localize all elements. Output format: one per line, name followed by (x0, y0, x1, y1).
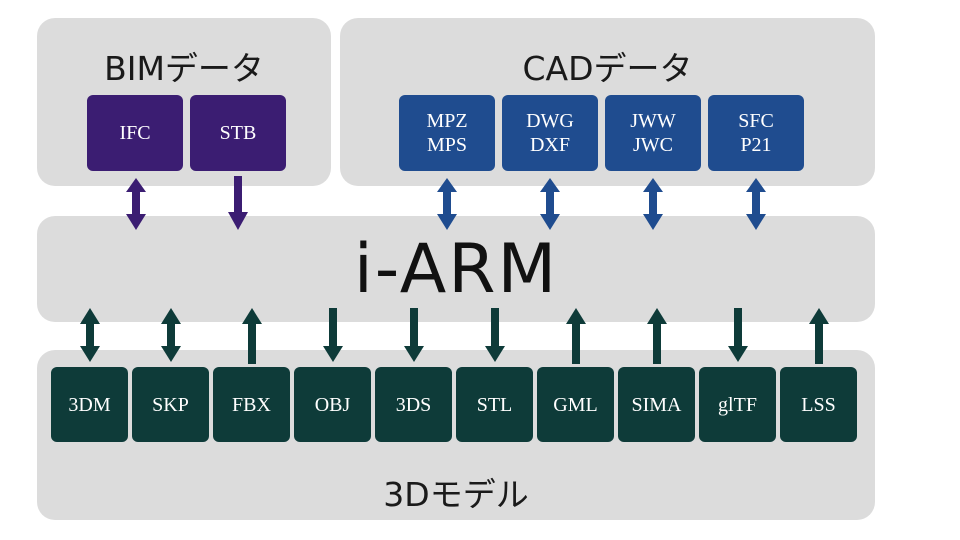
arrow-ifc (126, 178, 146, 230)
format-label: SFC (738, 110, 774, 132)
arrow-obj (323, 308, 343, 362)
format-box-ifc[interactable]: IFC (87, 95, 183, 171)
format-label: JWW (630, 110, 676, 132)
format-box-mpz-mps[interactable]: MPZ MPS (399, 95, 495, 171)
cad-data-title: CADデータ (522, 49, 693, 88)
arrow-sfc-p21 (746, 178, 766, 230)
format-box-skp[interactable]: SKP (132, 367, 209, 442)
format-box-sfc-p21[interactable]: SFC P21 (708, 95, 804, 171)
format-label: GML (553, 393, 598, 416)
3d-model-title: 3Dモデル (383, 475, 529, 514)
bim-data-title: BIMデータ (104, 49, 264, 88)
format-label: MPZ (426, 110, 468, 132)
format-label: OBJ (314, 393, 351, 416)
arrow-jww-jwc (643, 178, 663, 230)
format-label: IFC (119, 122, 151, 144)
format-box-stl[interactable]: STL (456, 367, 533, 442)
arrow-stb (228, 176, 248, 230)
arrow-3dm (80, 308, 100, 362)
arrow-3ds (404, 308, 424, 362)
format-box-gml[interactable]: GML (537, 367, 614, 442)
arrow-fbx (242, 308, 262, 364)
arrow-skp (161, 308, 181, 362)
format-label: MPS (426, 134, 468, 156)
format-box-jww-jwc[interactable]: JWW JWC (605, 95, 701, 171)
arrow-sima (647, 308, 667, 364)
format-label: SKP (152, 393, 189, 416)
format-label: JWC (633, 134, 673, 156)
format-label: glTF (718, 393, 757, 416)
format-box-sima[interactable]: SIMA (618, 367, 695, 442)
format-label: FBX (232, 393, 271, 416)
format-box-obj[interactable]: OBJ (294, 367, 371, 442)
format-label: P21 (740, 134, 772, 156)
format-box-fbx[interactable]: FBX (213, 367, 290, 442)
i-arm-title: i-ARM (353, 230, 559, 309)
format-label: SIMA (631, 393, 682, 416)
format-box-3dm[interactable]: 3DM (51, 367, 128, 442)
arrow-dwg-dxf (540, 178, 560, 230)
format-label: LSS (801, 393, 836, 416)
format-label: STB (219, 122, 257, 144)
format-box-stb[interactable]: STB (190, 95, 286, 171)
arrow-mpz-mps (437, 178, 457, 230)
arrow-gml (566, 308, 586, 364)
arrow-stl (485, 308, 505, 362)
i-arm-core-panel: i-ARM (37, 216, 875, 322)
format-label: DXF (529, 134, 570, 156)
format-box-3ds[interactable]: 3DS (375, 367, 452, 442)
arrow-gltf (728, 308, 748, 362)
format-label: 3DM (68, 393, 111, 416)
format-box-lss[interactable]: LSS (780, 367, 857, 442)
format-label: DWG (526, 110, 574, 132)
arrow-lss (809, 308, 829, 364)
format-box-dwg-dxf[interactable]: DWG DXF (502, 95, 598, 171)
format-box-gltf[interactable]: glTF (699, 367, 776, 442)
format-label: 3DS (395, 393, 432, 416)
format-label: STL (476, 393, 513, 416)
